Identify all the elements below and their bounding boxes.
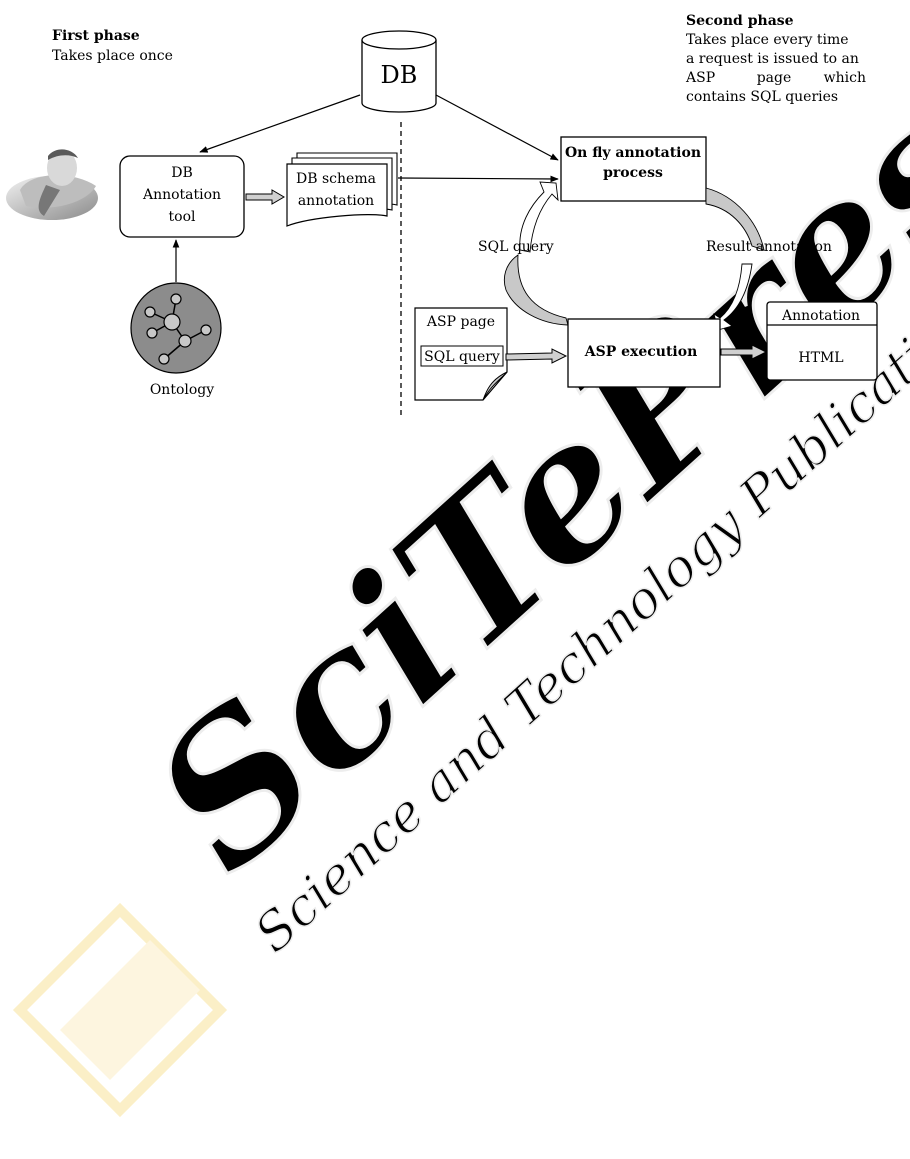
arrow-asp-to-html [720, 344, 768, 360]
schema-annotation-docs: DB schema annotation [286, 152, 398, 227]
asp-page-title: ASP page [426, 314, 495, 330]
user-person-icon [6, 149, 98, 220]
second-phase-desc-line-3b: page [757, 70, 792, 86]
arrow-tool-to-schema [245, 189, 285, 205]
on-fly-line-2: process [603, 165, 663, 181]
asp-page-query-box [420, 345, 504, 367]
second-phase-desc-line-3a: ASP [685, 70, 715, 86]
db-label: DB [381, 61, 418, 89]
second-phase-desc-line-4: contains SQL queries [686, 89, 838, 105]
arrow-query-to-asp-execution [505, 348, 568, 364]
second-phase-title: Second phase [686, 13, 794, 29]
schema-annotation-line-2: annotation [298, 193, 374, 209]
ontology-label: Ontology [150, 382, 214, 398]
arrow-schema-to-on-fly [397, 175, 559, 183]
first-phase-desc: Takes place once [52, 48, 173, 64]
result-annotation-label: Result annotation [706, 239, 832, 255]
db-cylinder: DB [361, 30, 437, 113]
annotation-tool-line-3: tool [169, 209, 196, 225]
arrow-db-to-on-fly [435, 94, 559, 161]
second-phase-desc-line-3c: which [824, 70, 866, 86]
arrow-db-to-annotation-tool [199, 94, 361, 153]
annotation-tool-box: DB Annotation tool [119, 155, 245, 238]
cycle-arrow-top-left [519, 181, 559, 253]
schema-annotation-line-1: DB schema [296, 171, 376, 187]
asp-execution-box: ASP execution [567, 318, 721, 388]
output-box: Annotation HTML [766, 301, 878, 381]
cycle-arrow-top-right [705, 187, 765, 251]
second-phase-desc: Takes place every time a request is issu… [685, 32, 866, 105]
cycle-arrows [503, 181, 765, 331]
watermark-yellow-logo [12, 902, 228, 1118]
ontology-icon [130, 282, 222, 374]
asp-execution-label: ASP execution [584, 344, 698, 360]
second-phase-desc-line-2: a request is issued to an [686, 51, 859, 67]
first-phase-title: First phase [52, 28, 140, 44]
sql-query-cycle-label: SQL query [478, 239, 554, 255]
asp-page-query: SQL query [424, 349, 500, 365]
output-body: HTML [798, 350, 843, 366]
annotation-tool-line-1: DB [171, 165, 193, 181]
on-fly-annotation-box: On fly annotation process [560, 136, 707, 202]
second-phase-desc-line-1: Takes place every time [686, 32, 849, 48]
cycle-arrow-bottom-left [503, 254, 569, 326]
annotation-tool-line-2: Annotation [142, 187, 221, 203]
asp-page-doc: ASP page SQL query [414, 307, 508, 401]
on-fly-line-1: On fly annotation [565, 145, 701, 161]
output-header: Annotation [781, 308, 860, 324]
